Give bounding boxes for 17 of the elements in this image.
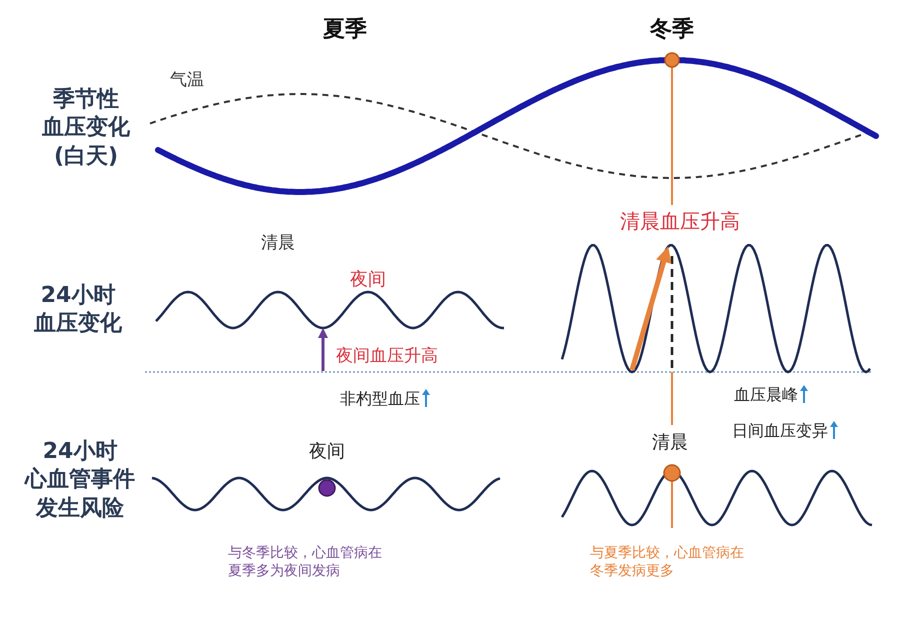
- annotation: 夜间: [350, 268, 386, 292]
- annotation: 血压晨峰: [734, 384, 798, 406]
- annotation: 清晨血压升高: [620, 208, 740, 234]
- annotation: 清晨: [261, 232, 295, 254]
- annotation: 非杓型血压: [340, 388, 420, 410]
- note: 与夏季比较，心血管病在冬季发病更多: [590, 544, 744, 580]
- annotation: 清晨: [652, 431, 688, 455]
- row-heading: 24小时血压变化: [34, 282, 122, 338]
- note: 与冬季比较，心血管病在夏季多为夜间发病: [228, 544, 382, 580]
- curve-label: 气温: [170, 68, 204, 92]
- row-heading: 季节性血压变化(白天): [42, 86, 130, 171]
- annotation: 日间血压变异: [732, 420, 828, 442]
- annotation: 夜间: [309, 440, 345, 464]
- season-heading: 冬季: [650, 16, 694, 44]
- row-heading: 24小时心血管事件发生风险: [25, 438, 135, 523]
- annotation: 夜间血压升高: [336, 344, 438, 368]
- season-heading: 夏季: [323, 16, 367, 44]
